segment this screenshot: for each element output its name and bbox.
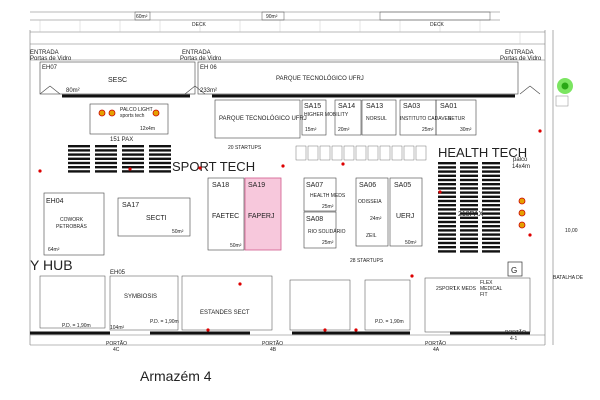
- entrance-sublabel: Portas de Vidro: [180, 56, 222, 62]
- room-code: SA01: [440, 103, 457, 110]
- room-name: RIO SOLIDÁRIO: [308, 228, 346, 235]
- zone-code: EH05: [110, 270, 126, 276]
- booth-label: FLEX: [480, 280, 493, 286]
- booth-label: LK MEDS: [454, 286, 477, 292]
- booth-label: MEDICAL: [480, 286, 502, 292]
- room-name: PARQUE TECNOLÓGICO UFRJ: [219, 115, 307, 122]
- room-name: SECTI: [146, 215, 167, 222]
- marker-label: G: [511, 266, 517, 275]
- room-code: SA15: [304, 103, 321, 110]
- room-code: SA05: [394, 182, 411, 189]
- room-area: 25m²: [322, 240, 334, 246]
- stage-label: palco: [513, 157, 528, 163]
- gate-code: 4B: [270, 347, 277, 353]
- stage-size: 14x4m: [512, 164, 530, 170]
- room-area: 50m²: [405, 240, 417, 246]
- room-name: FAPERJ: [248, 213, 274, 220]
- zone-title: Y HUB: [30, 257, 73, 273]
- room-code: SA14: [338, 103, 355, 110]
- booth-label: 2SPORT: [436, 286, 456, 292]
- room-area: 15m²: [305, 127, 317, 133]
- gate-code: 4A: [433, 347, 440, 353]
- room-code: SA18: [212, 182, 229, 189]
- entrance-sublabel: Portas de Vidro: [30, 56, 72, 62]
- room-code: SA07: [306, 182, 323, 189]
- stage-label: PALCO LIGHT: [120, 107, 153, 113]
- dimension-label: 10,00: [565, 228, 578, 234]
- deck-label: DECK: [192, 22, 207, 28]
- entrance-sublabel: Portas de Vidro: [500, 56, 542, 62]
- seating-block: [68, 145, 171, 173]
- gate-code: 4C: [113, 347, 120, 353]
- seating-block: [438, 162, 500, 253]
- startups-label: 20 STARTUPS: [228, 145, 262, 151]
- hall-title: Armazém 4: [140, 368, 212, 384]
- entrance-label: ENTRADA: [30, 50, 59, 56]
- capacity-label: 218PAX: [458, 211, 483, 218]
- room-area: 30m²: [460, 127, 472, 133]
- zone-code: EH07: [42, 65, 58, 71]
- deck-label: DECK: [430, 22, 445, 28]
- room-name: NORSUL: [366, 116, 387, 122]
- zone-area: 104m²: [110, 325, 125, 331]
- room-name: FAETEC: [212, 213, 239, 220]
- room-code: SA17: [122, 202, 139, 209]
- zone-name: SYMBIOSIS: [124, 294, 157, 300]
- gate-label: PORTÃO: [425, 340, 446, 347]
- zone-title: SPORT TECH: [172, 159, 255, 174]
- room-name: ZEIL: [366, 233, 377, 239]
- room-code: SA13: [366, 103, 383, 110]
- room-area: 25m²: [422, 127, 434, 133]
- ceiling-height: P.D. = 1,90m: [62, 323, 91, 329]
- zone-name: COWORK: [60, 217, 84, 223]
- entrance-label: ENTRADA: [505, 50, 534, 56]
- room-area: 25m²: [322, 204, 334, 210]
- room-area: 24m²: [370, 216, 382, 222]
- zone-code: EH04: [46, 198, 64, 205]
- room-code: SA19: [248, 182, 265, 189]
- zone-name: BATALHA DE: [553, 275, 584, 281]
- ceiling-height: P.D. = 1,90m: [375, 319, 404, 325]
- room-area: 50m²: [230, 243, 242, 249]
- booth-label: FIT: [480, 292, 488, 298]
- zone-name: PARQUE TECNOLÓGICO UFRJ: [276, 75, 364, 82]
- room-area: 50m²: [172, 229, 184, 235]
- room-name: HIGHER MOBILITY: [304, 112, 349, 118]
- startup-booths: [295, 145, 427, 161]
- room-name: ODISSEIA: [358, 199, 382, 205]
- area-label: 60m²: [136, 14, 148, 20]
- room-name: SETUR: [448, 116, 465, 122]
- room-code: SA03: [403, 103, 420, 110]
- red-markers: [38, 129, 542, 332]
- room-area: 20m²: [338, 127, 350, 133]
- zone-code: EH 06: [200, 65, 217, 71]
- room-code: SA08: [306, 216, 323, 223]
- zone-name: ESTANDES SECT: [200, 310, 250, 316]
- zone-area: 233m²: [200, 88, 217, 94]
- ceiling-height: P.D. = 1,90m: [150, 319, 179, 325]
- gate-label: PORTÃO: [262, 340, 283, 347]
- zone-title: HEALTH TECH: [438, 145, 527, 160]
- gate-label: PORTÃO: [106, 340, 127, 347]
- gate-label: PORTÃO: [505, 329, 526, 336]
- room-name: INSTITUTO CADAVER: [400, 116, 452, 122]
- zone-area: 80m²: [66, 88, 80, 94]
- startups-label: 28 STARTUPS: [350, 258, 384, 264]
- entrance-label: ENTRADA: [182, 50, 211, 56]
- capacity-label: 151 PAX: [110, 137, 133, 143]
- room-name: UERJ: [396, 213, 414, 220]
- zone-sublabel: PETROBRÁS: [56, 223, 88, 230]
- stage-sublabel: sports tech: [120, 113, 145, 119]
- zone-area: 64m²: [48, 247, 60, 253]
- area-label: 90m²: [266, 14, 278, 20]
- room-name: HEALTH MEDS: [310, 193, 346, 199]
- zone-name: SESC: [108, 77, 127, 84]
- highlighted-room: [244, 177, 282, 251]
- gate-code: 4-1: [510, 336, 517, 342]
- stage-size: 12x4m: [140, 126, 155, 132]
- room-code: SA06: [359, 182, 376, 189]
